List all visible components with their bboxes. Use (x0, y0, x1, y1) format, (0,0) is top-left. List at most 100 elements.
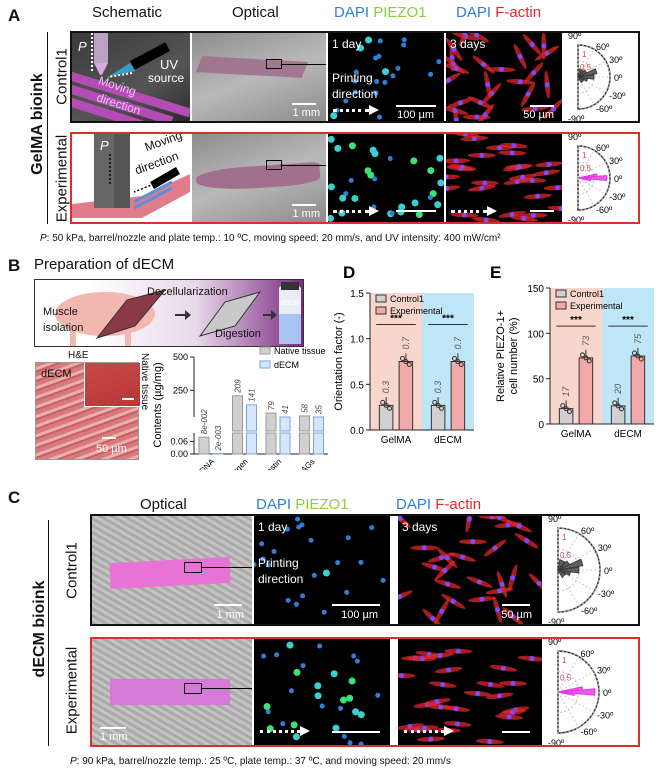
printed-construct (109, 556, 231, 590)
cell-stain-image (446, 134, 562, 222)
scale-bar (530, 210, 554, 212)
bar-upper-native-tissue (232, 395, 243, 432)
nucleus (462, 33, 468, 36)
panel-b-title: Preparation of dECM (34, 256, 175, 273)
bar-upper-native-tissue (299, 415, 310, 432)
y-tick-label: 150 (527, 284, 544, 295)
printing-direction-arrow (333, 206, 379, 216)
panel-a-caption: P: 50 kPa, barrel/nozzle and plate temp.… (40, 233, 501, 244)
factin-text: F-actin (495, 4, 542, 21)
polar-grid-spoke (557, 671, 594, 693)
bar-lower-decm (313, 432, 324, 455)
nucleus (332, 724, 340, 732)
nucleus (274, 652, 280, 658)
decellularization-label: Decellularization (147, 286, 228, 298)
nucleus (510, 709, 516, 715)
nucleus (314, 682, 322, 690)
dapi-piezo1-image-control1: 1 day Printing direction 100 µm (254, 516, 390, 624)
printing-direction-label: direction (332, 87, 378, 101)
nucleus (436, 154, 444, 162)
nucleus (288, 688, 294, 694)
nucleus (351, 653, 357, 659)
background-gelma (550, 288, 602, 424)
nucleus (372, 176, 378, 182)
nucleus (354, 658, 360, 664)
polar-grid-spoke (577, 177, 595, 206)
legend-label: dECM (274, 360, 299, 370)
nucleus (427, 167, 435, 175)
nucleus (428, 736, 434, 742)
muscle-label: Muscle (43, 306, 78, 318)
nucleus (254, 562, 257, 568)
polar-grid-spoke (557, 533, 580, 571)
background-decm (602, 288, 654, 424)
nucleus (286, 641, 294, 649)
legend-swatch (259, 360, 271, 369)
nucleus (437, 653, 443, 659)
dapi-factin-image-control1: 3 days 50 µm (398, 516, 542, 624)
nucleus (344, 589, 350, 595)
data-label: 17 (561, 386, 571, 397)
data-point (403, 359, 409, 364)
y-tick-label: 500 (173, 352, 188, 362)
nucleus (382, 68, 390, 76)
pig-muscle-illustration (55, 282, 301, 346)
legend-swatch (375, 306, 387, 315)
legend-label: Experimental (390, 306, 443, 316)
data-label: 141 (248, 389, 257, 402)
scale-bar (502, 604, 530, 606)
nucleus (358, 559, 364, 565)
scale-label: 50 µm (501, 609, 532, 621)
polar-bin (577, 68, 584, 79)
data-label: 41 (281, 405, 290, 414)
nucleus (487, 682, 493, 688)
polar-angle-label: 60º (581, 526, 595, 536)
nucleus (436, 59, 442, 65)
nucleus (541, 43, 547, 49)
scale-label: 50 µm (523, 109, 554, 121)
polar-angle-label: 90º (548, 639, 562, 647)
zoom-arrow (202, 688, 252, 689)
nucleus (351, 194, 359, 202)
significance-marker: *** (622, 315, 634, 326)
polar-radial-label: 1 (582, 151, 587, 160)
bar-lower-native-tissue (198, 436, 210, 455)
nucleus (353, 69, 359, 75)
nucleus (477, 100, 483, 106)
polar-angle-label: 90º (568, 134, 582, 142)
nucleus (453, 65, 459, 71)
nucleus (300, 663, 306, 669)
polar-bin (576, 75, 585, 84)
printing-label: Printing (258, 556, 299, 570)
nucleus (308, 537, 314, 543)
data-point (439, 405, 444, 411)
data-label: 73 (581, 336, 591, 346)
scale-label: 1 mm (292, 107, 321, 119)
nucleus (430, 615, 436, 621)
bar-lower-native-tissue (232, 432, 243, 455)
polar-grid-spoke (557, 691, 594, 713)
y-axis-label: Contents (µg/mg) (152, 362, 164, 447)
nucleus (529, 656, 535, 662)
polar-angle-label: -30º (609, 192, 626, 202)
nucleus (529, 177, 535, 183)
polar-angle-label: -30º (609, 91, 626, 101)
polar-angle-label: -60º (581, 727, 598, 737)
data-point (458, 362, 464, 367)
nucleus (470, 539, 476, 545)
x-tick-label: GelMA (381, 435, 412, 446)
piezo1-text: PIEZO1 (295, 496, 349, 513)
nucleus (341, 733, 347, 739)
polar-angle-label: 90º (568, 33, 582, 41)
nucleus (314, 692, 322, 700)
header-optical: Optical (140, 496, 187, 513)
legend-label: Control1 (390, 294, 424, 304)
polar-angle-label: 0º (603, 688, 612, 698)
nucleus (479, 152, 485, 158)
nucleus (531, 70, 537, 76)
polar-angle-label: -90º (568, 114, 585, 121)
bar-experimental (450, 361, 466, 431)
